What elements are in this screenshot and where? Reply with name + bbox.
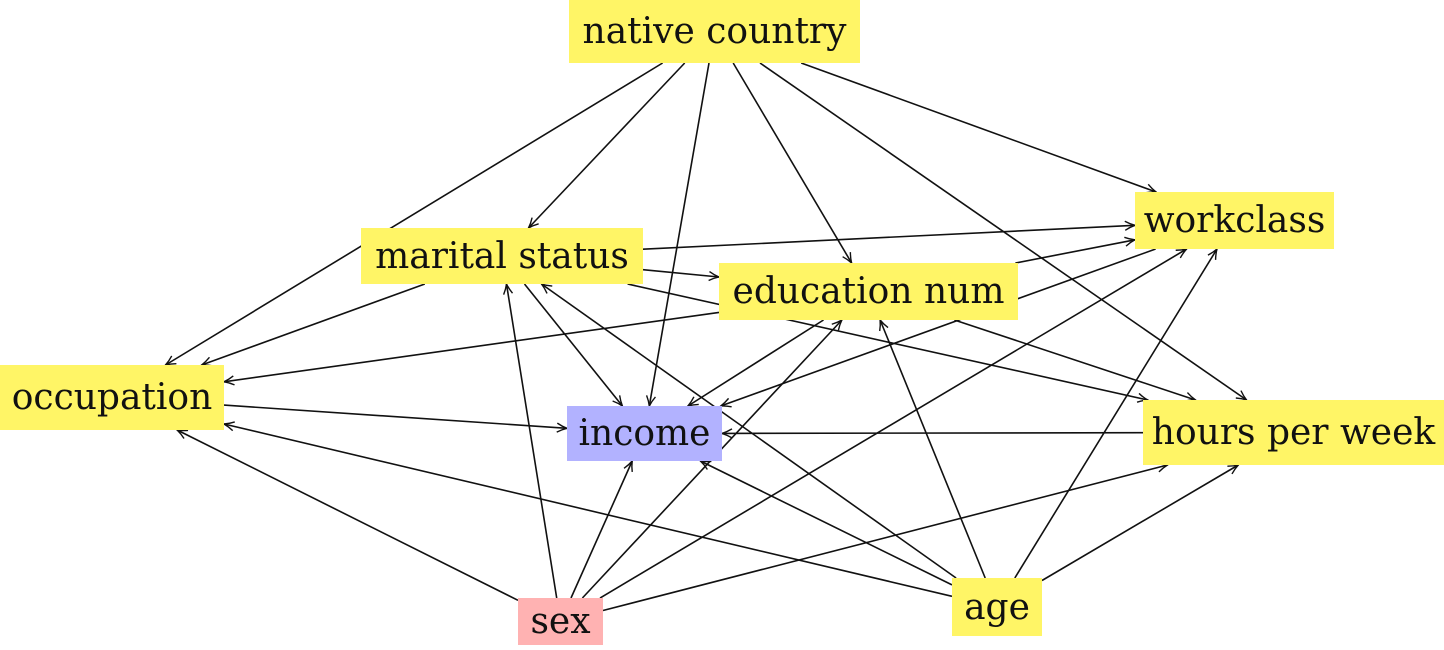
edge-age-to-occupation [224,424,953,598]
edge-education-num-to-occupation [224,311,720,381]
node-marital-status: marital status [361,228,643,284]
edge-native-country-to-income [649,62,710,406]
edge-marital-status-to-income [523,283,623,406]
edge-education-num-to-income [688,319,824,406]
edge-age-to-income [700,461,953,586]
node-hours-per-week: hours per week [1143,400,1444,465]
edge-education-num-to-workclass [1015,240,1135,264]
edge-sex-to-marital-status [507,284,558,599]
edge-marital-status-to-occupation [202,283,426,365]
edge-sex-to-income [570,461,632,599]
edge-native-country-to-occupation [166,62,664,365]
edge-native-country-to-workclass [800,62,1156,192]
node-sex: sex [518,598,603,645]
node-education-num: education num [719,263,1018,320]
node-workclass: workclass [1135,192,1334,249]
edge-native-country-to-education-num [732,62,851,263]
edge-sex-to-occupation [177,430,519,602]
edge-age-to-education-num [880,320,986,579]
edge-occupation-to-income [223,404,567,428]
node-age: age [952,578,1042,636]
edge-education-num-to-hours-per-week [954,319,1195,400]
edge-marital-status-to-workclass [642,225,1135,250]
edge-hours-per-week-to-income [722,433,1144,434]
node-occupation: occupation [0,365,224,430]
edge-age-to-workclass [1014,249,1217,579]
edge-marital-status-to-education-num [642,268,719,277]
edge-workclass-to-income [721,248,1156,406]
node-native-country: native country [569,0,860,63]
node-income: income [567,406,722,461]
edge-sex-to-workclass [599,249,1187,599]
edge-sex-to-hours-per-week [602,465,1168,612]
edge-native-country-to-marital-status [529,62,686,228]
edge-age-to-marital-status [542,284,957,579]
edge-age-to-hours-per-week [1041,465,1238,582]
edge-marital-status-to-hours-per-week [627,283,1148,400]
